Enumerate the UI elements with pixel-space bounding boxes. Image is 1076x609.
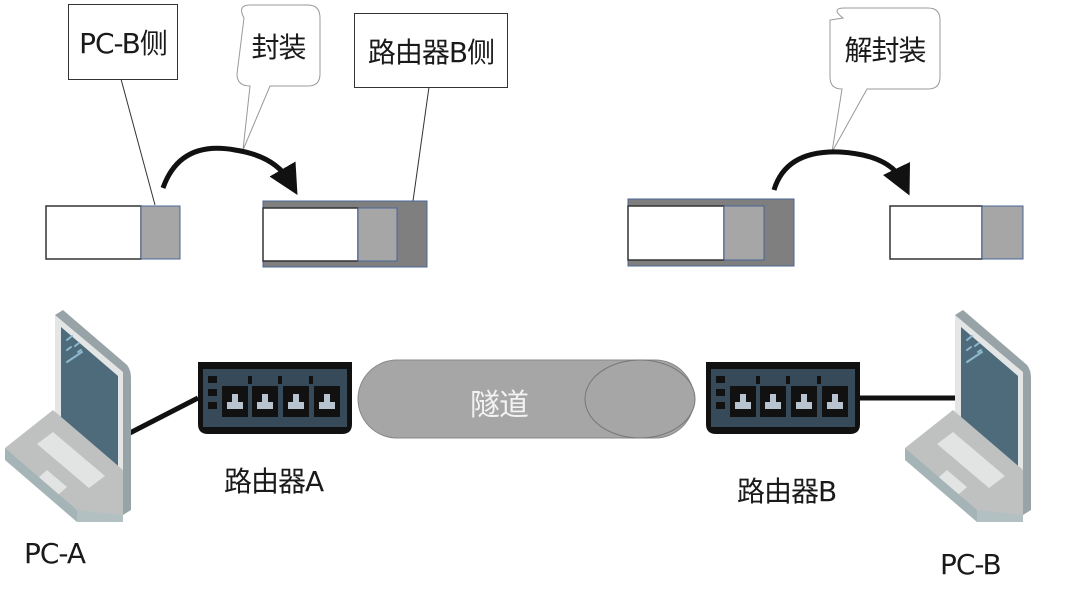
router-b-label: 路由器B [737, 475, 837, 508]
pc-b-side-text: PC-B侧 [79, 27, 168, 60]
router-a-label: 路由器A [224, 465, 324, 498]
pc-a-label: PC-A [24, 537, 86, 570]
pc-b-side-callout: PC-B侧 [68, 4, 178, 80]
packet-payload [889, 205, 983, 260]
decapsulate-arrow [771, 149, 910, 196]
router-b-icon [706, 362, 860, 434]
tunnel-end [584, 359, 696, 439]
decapsulate-text: 解封装 [844, 33, 926, 67]
router-b-side-callout: 路由器B侧 [354, 13, 508, 88]
encapsulate-bubble [236, 4, 321, 151]
cable-pc-a-router-a [120, 395, 200, 440]
router-b-side-leader-line [412, 86, 430, 202]
packet-payload [627, 205, 725, 261]
decapsulate-callout: 解封装 [830, 8, 940, 89]
router-b-side-text: 路由器B侧 [367, 35, 495, 69]
original-packet-left [45, 205, 181, 260]
decapsulate-bubble [829, 7, 941, 153]
laptop-pc-b-icon [905, 310, 1031, 522]
encapsulate-arrow [160, 145, 298, 195]
encapsulate-text: 封装 [251, 30, 306, 64]
encapsulated-packet-right [627, 198, 795, 267]
packet-inner-header [723, 205, 765, 261]
encapsulate-callout: 封装 [237, 5, 320, 86]
tunnel-label: 隧道 [470, 388, 529, 423]
packet-payload [45, 205, 142, 260]
packet-inner-header [140, 205, 181, 260]
packet-inner-header [357, 207, 398, 262]
decapsulated-packet-right [889, 205, 1024, 260]
pc-b-side-leader-line [120, 78, 156, 206]
router-a-icon [198, 362, 352, 434]
tunnel-cylinder [357, 359, 696, 439]
encapsulated-packet-left [262, 200, 428, 268]
packet-payload [262, 207, 359, 262]
packet-inner-header [981, 205, 1024, 260]
laptop-pc-a-icon [5, 310, 131, 522]
pc-b-label: PC-B [940, 548, 1002, 581]
